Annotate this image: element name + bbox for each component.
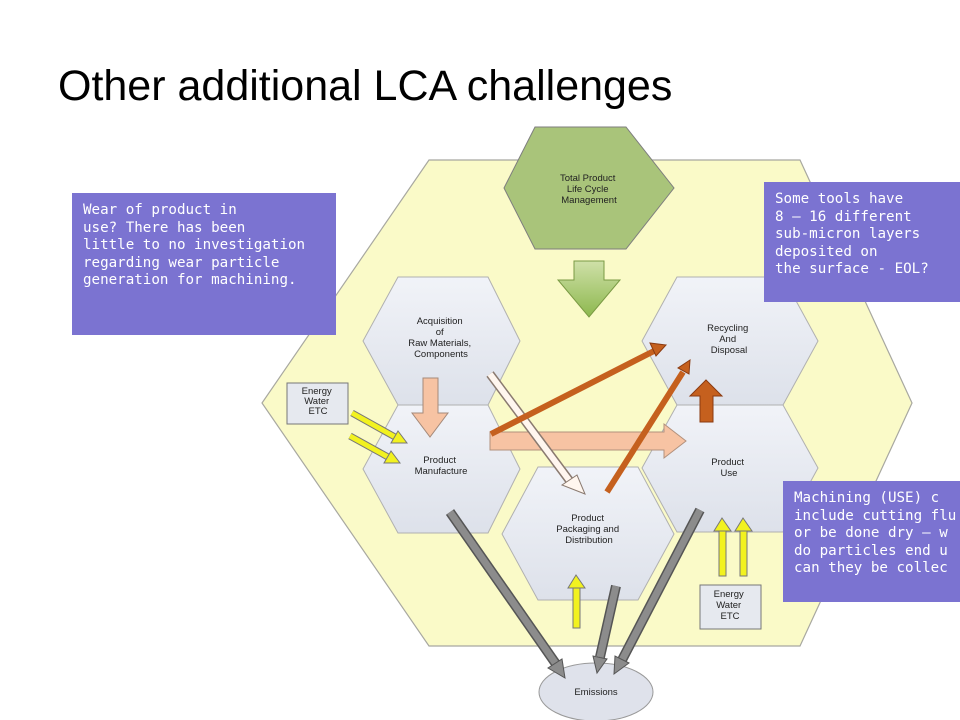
note-machining: Machining (USE) c include cutting flu or… [783,481,960,602]
yellow-arrow-up-3 [567,574,586,629]
note-machining-line: do particles end u [794,542,948,559]
energy-box-right-label: Energy Water ETC [714,589,747,622]
note-wear-line: little to no investigation [83,237,306,253]
hex-recycling-label: Recycling And Disposal [707,323,751,356]
note-tools-line: deposited on [775,243,878,260]
note-machining-line: can they be collec [794,560,948,576]
note-tool-layers: Some tools have 8 – 16 different sub-mic… [764,182,960,302]
energy-box-right [699,584,762,630]
hex-total-product-lcm [503,126,675,250]
note-wear-particles: Wear of product in use? There has been l… [72,193,336,335]
note-tools-line: the surface - EOL? [775,261,929,277]
note-wear-line: regarding wear particle [83,254,280,271]
note-machining-line: Machining (USE) c [794,490,940,506]
hex-packaging-label: Product Packaging and Distribution [556,513,622,546]
orange-up-arrow [688,379,724,423]
peach-down-arrow [411,377,449,438]
hex-total-product-lcm-label: Total Product Life Cycle Management [560,173,618,206]
orange-arrow-packaging-recycling [604,370,686,494]
gray-arrow-packaging-emissions [592,584,621,675]
yellow-arrow-left-2 [348,432,401,464]
orange-arrow-manufacture-recycling [489,348,656,437]
note-tools-line: Some tools have [775,191,904,207]
note-machining-line: include cutting flu [794,507,957,524]
slide-title: Other additional LCA challenges [58,62,673,110]
hex-manufacture-label: Product Manufacture [415,455,468,477]
emissions-label: Emissions [574,687,618,698]
yellow-arrow-up-2 [734,517,753,577]
hex-acquisition-label: Acquisition of Raw Materials, Components [408,316,473,360]
note-tools-line: 8 – 16 different [775,208,912,225]
note-tools-line: sub-micron layers [775,226,921,242]
note-wear-line: generation for machining. [83,272,297,288]
note-wear-line: use? There has been [83,219,246,236]
yellow-arrow-left-1 [350,409,408,444]
note-machining-line: or be done dry – w [794,525,948,541]
hex-packaging [501,466,675,601]
gray-arrow-manufacture-emissions [445,509,566,679]
energy-box-left [286,382,349,425]
yellow-arrow-up-1 [713,517,732,577]
gray-arrow-use-emissions [613,507,705,676]
hex-use-label: Product Use [711,457,746,479]
green-down-arrow [556,260,622,318]
note-wear-line: Wear of product in [83,202,237,218]
energy-box-left-label: Energy Water ETC [302,386,335,417]
